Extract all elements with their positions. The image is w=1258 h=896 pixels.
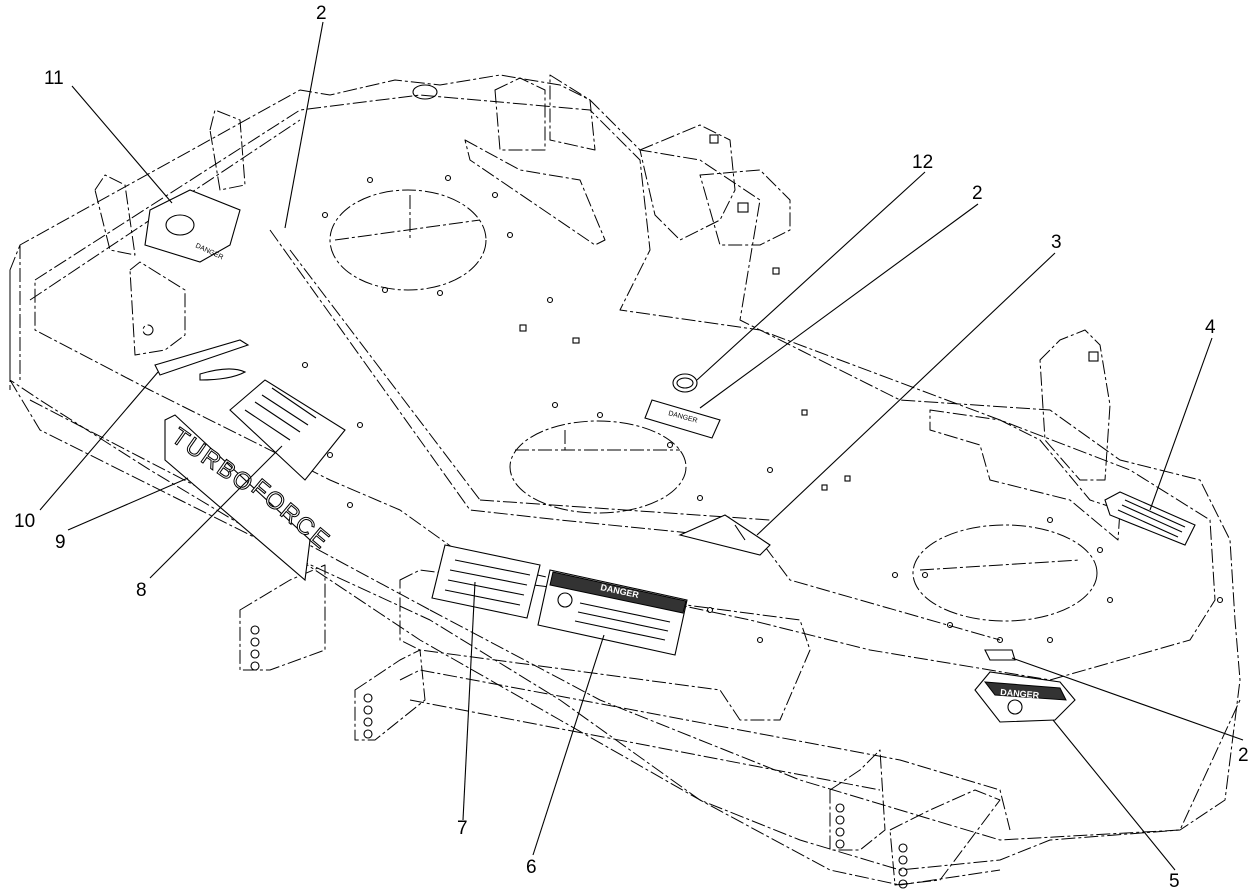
callout-2-right: 2 — [1238, 745, 1249, 766]
callout-5: 5 — [1169, 871, 1180, 892]
decal-2-small-danger: DANGER — [644, 399, 721, 439]
decal-11-danger-shield: DANGER — [144, 189, 241, 263]
leader-2-top — [284, 21, 324, 229]
callout-2-mid: 2 — [972, 183, 983, 204]
callout-8: 8 — [136, 580, 147, 601]
callout-11: 11 — [44, 68, 64, 89]
callout-7: 7 — [457, 818, 468, 839]
leader-lines — [39, 21, 1244, 871]
decal-7-roller-label — [431, 544, 541, 619]
leader-2-right — [1011, 657, 1244, 741]
leader-11 — [71, 85, 173, 204]
left-blade-opening — [329, 189, 487, 291]
leader-9 — [67, 477, 189, 531]
leader-2-mid — [699, 203, 979, 409]
decal-8-adjust-label — [229, 379, 346, 481]
callout-12: 12 — [912, 152, 933, 173]
leader-12 — [696, 171, 926, 381]
decal-2-right-tab — [984, 649, 1016, 661]
leader-10 — [39, 371, 159, 511]
callout-4: 4 — [1205, 317, 1216, 338]
decal-10-height-plate — [154, 339, 250, 376]
center-blade-opening — [509, 420, 687, 514]
leader-3 — [756, 252, 1056, 536]
leader-5 — [1052, 719, 1176, 871]
deck-holes — [199, 84, 1224, 644]
leader-4 — [1149, 337, 1213, 511]
decal-5-danger-badge: DANGER — [974, 671, 1076, 723]
callout-10: 10 — [14, 511, 35, 532]
decal-12-round — [672, 373, 698, 393]
callout-6: 6 — [526, 857, 537, 878]
decal-4-right-label — [1104, 491, 1196, 546]
leader-6 — [532, 634, 605, 856]
callout-9: 9 — [55, 532, 66, 553]
decal-3-tab — [678, 514, 771, 556]
decal-6-main-danger: DANGER — [537, 569, 688, 656]
leader-8 — [149, 445, 283, 579]
callout-2-top: 2 — [316, 3, 327, 24]
callout-numbers: 2 11 12 2 3 4 10 9 8 7 6 2 5 — [14, 3, 1249, 892]
mounting-brackets — [94, 74, 1121, 889]
leader-7 — [462, 581, 476, 821]
blade-openings — [329, 189, 1098, 622]
badge-danger-text: DANGER — [1000, 687, 1040, 700]
callout-3: 3 — [1051, 232, 1062, 253]
right-blade-opening — [912, 524, 1098, 622]
